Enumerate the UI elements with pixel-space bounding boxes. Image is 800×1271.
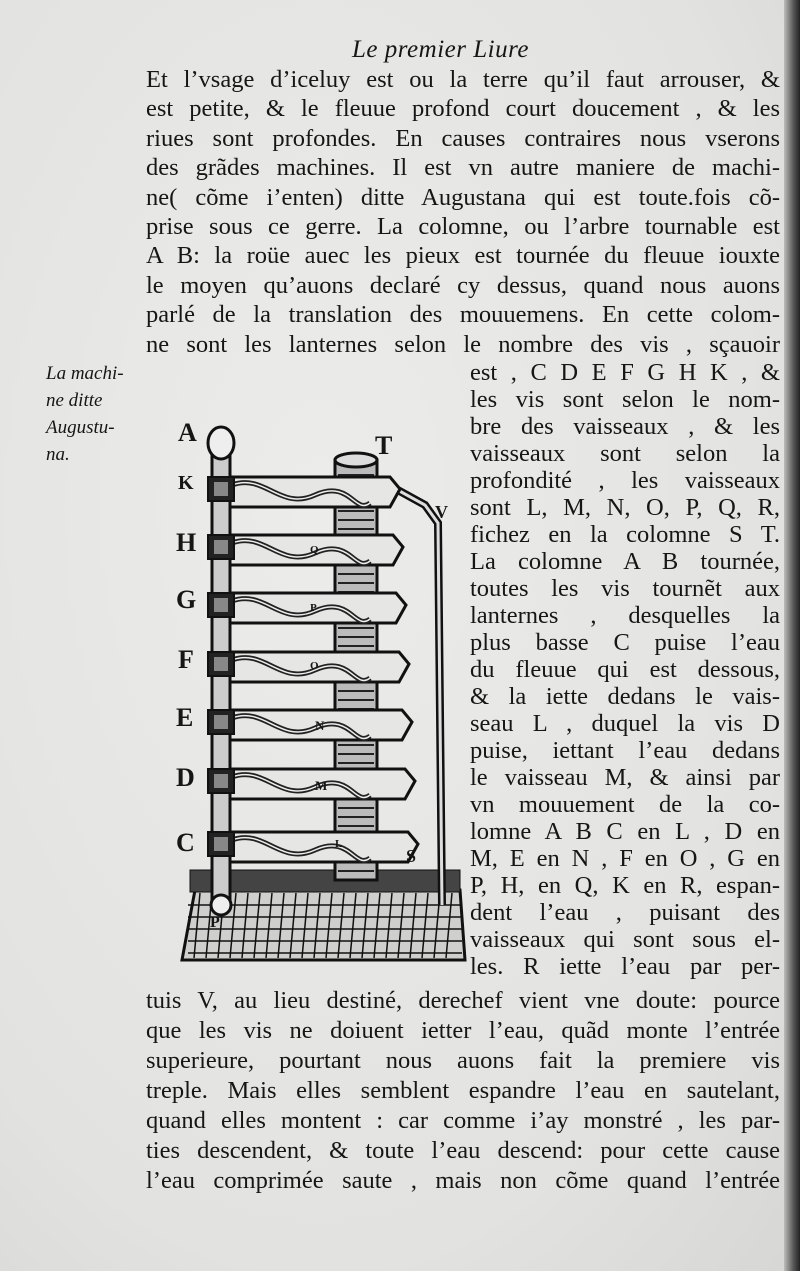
vessel	[228, 830, 420, 864]
text-line: sont L, M, N, O, P, Q, R,	[470, 495, 780, 521]
text-line: parlé de la translation des mouuemens. E…	[146, 302, 780, 329]
label-M: M	[315, 778, 328, 793]
lantern	[207, 768, 235, 794]
text-line: vaisseaux sont selon la	[470, 441, 780, 467]
text-line: M, E en N , F en O , G en	[470, 846, 780, 872]
text-line: seau L , duquel la vis D	[470, 711, 780, 737]
text-line: des grãdes machines. Il est vn autre man…	[146, 155, 780, 182]
label-P-vessel: P	[310, 602, 317, 614]
lanterns	[207, 476, 235, 857]
text-line: toutes les vis tournẽt aux	[470, 576, 780, 602]
lantern	[207, 831, 235, 857]
text-line: prise sous ce gerre. La colomne, ou l’ar…	[146, 214, 780, 240]
text-line: le vaisseau M, & ainsi par	[470, 765, 780, 791]
text-line: l’eau comprimée saute , mais non cõme qu…	[146, 1168, 780, 1194]
text-line: & la iette dedans le vais-	[470, 684, 780, 710]
lantern	[207, 709, 235, 735]
text-line: le moyen qu’auons declaré cy dessus, qua…	[146, 272, 780, 299]
running-title: Le premier Liure	[352, 36, 529, 63]
text-line: tuis V, au lieu destiné, derechef vient …	[146, 988, 780, 1014]
vessels	[228, 475, 420, 864]
text-line: Et l’vsage d’iceluy est ou la terre qu’i…	[146, 67, 780, 93]
margin-note-line: La machi-	[46, 363, 124, 384]
label-D: D	[176, 763, 195, 792]
lantern	[207, 476, 235, 502]
text-line: plus basse C puise l’eau	[470, 630, 780, 656]
lantern	[207, 592, 235, 618]
text-line: les. R iette l’eau par per-	[470, 954, 780, 980]
text-line: riues sont profondes. En causes contrair…	[146, 125, 780, 152]
label-N: N	[315, 718, 325, 733]
vessel	[228, 650, 411, 684]
lantern	[207, 651, 235, 677]
text-line: profondité , les vaisseaux	[470, 468, 780, 494]
vessel	[228, 591, 408, 625]
text-line: A B: la roüe auec les pieux est tournée …	[146, 243, 780, 270]
label-G: G	[176, 585, 197, 614]
text-line: puise, iettant l’eau dedans	[470, 738, 780, 764]
text-line: dent l’eau , puisant des	[470, 900, 780, 926]
lantern	[207, 534, 235, 560]
text-line: du fleuue qui est dessous,	[470, 657, 780, 683]
text-line: bre des vaisseaux , & les	[470, 414, 780, 440]
text-line: lomne A B C en L , D en	[470, 819, 780, 845]
label-E: E	[176, 703, 194, 732]
label-S: S	[406, 846, 417, 866]
text-line: que les vis ne doiuent ietter l’eau, quã…	[146, 1018, 780, 1044]
text-line: P, H, en Q, K en R, espan-	[470, 873, 780, 899]
vessel	[228, 708, 414, 742]
text-line: La colomne A B tournée,	[470, 549, 780, 575]
margin-note-line: Augustu-	[46, 417, 115, 438]
text-line: est petite, & le fleuue profond court do…	[146, 96, 780, 123]
augustana-machine-woodcut: A T V K H G F E D C S P Q P O N M L	[170, 415, 470, 975]
page-edge	[784, 0, 800, 1271]
margin-note-line: na.	[46, 444, 70, 465]
label-T: T	[375, 431, 393, 460]
label-O: O	[310, 660, 319, 672]
text-line: ties descendent, & toute l’eau descend: …	[146, 1138, 780, 1164]
label-V: V	[435, 502, 448, 522]
text-line: les vis sont selon le nom-	[470, 387, 780, 413]
base-platform	[180, 869, 467, 962]
text-line: est , C D E F G H K , &	[470, 360, 780, 386]
label-K: K	[178, 472, 194, 494]
margin-note-line: ne ditte	[46, 390, 103, 411]
label-L: L	[335, 838, 343, 850]
text-line: lanternes , desquelles la	[470, 603, 780, 629]
text-line: vn mouuement de la co-	[470, 792, 780, 818]
label-F: F	[178, 645, 194, 674]
label-C: C	[176, 828, 195, 857]
woodcut-illustration	[180, 425, 467, 962]
text-line: vaisseaux qui sont sous el-	[470, 927, 780, 953]
label-P: P	[210, 914, 220, 931]
label-H: H	[176, 528, 197, 557]
text-line: fichez en la colomne S T.	[470, 522, 780, 548]
text-line: treple. Mais elles semblent espandre l’e…	[146, 1078, 780, 1104]
text-line: ne( cõme i’enten) ditte Augustana qui es…	[146, 184, 780, 211]
text-line: superieure, pourtant nous auons fait la …	[146, 1048, 780, 1074]
vessel	[228, 475, 402, 509]
text-line: ne sont les lanternes selon le nombre de…	[146, 331, 780, 358]
label-Q: Q	[310, 544, 319, 556]
label-A: A	[178, 418, 197, 447]
text-line: quand elles montent : car comme i’ay mon…	[146, 1108, 780, 1134]
